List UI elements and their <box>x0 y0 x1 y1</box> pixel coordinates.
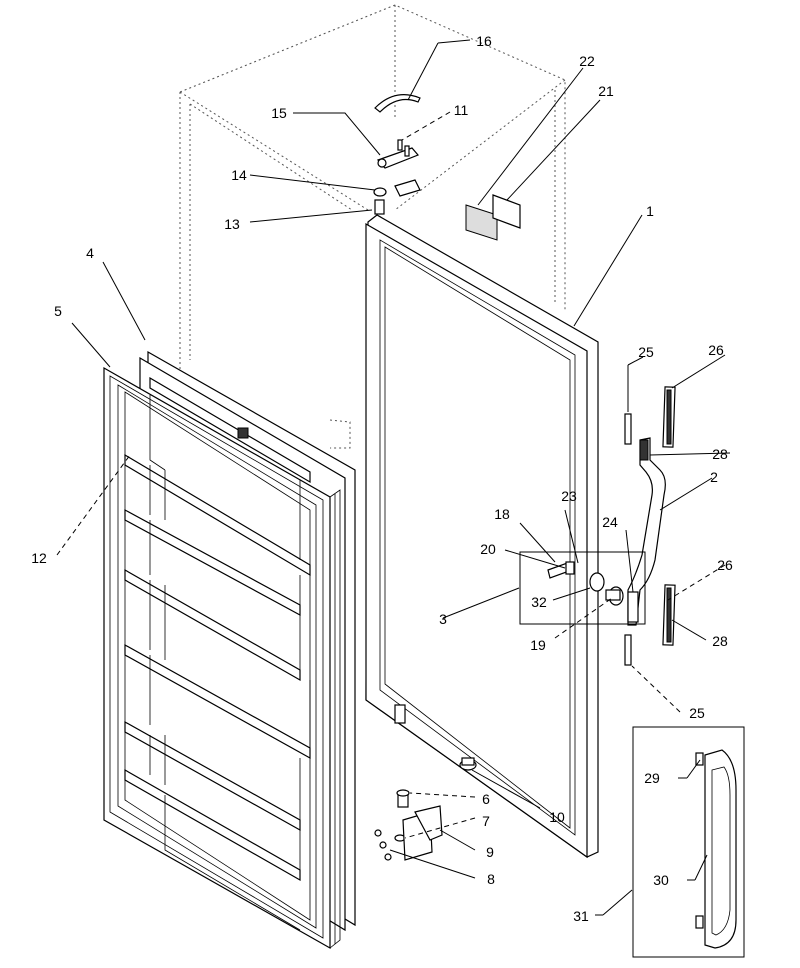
callout-14: 14 <box>231 167 247 183</box>
callout-28-bottom: 28 <box>712 633 728 649</box>
callout-20: 20 <box>480 541 496 557</box>
inset-handle-detail <box>632 726 745 958</box>
callout-22: 22 <box>579 53 595 69</box>
callout-28-top: 28 <box>712 446 728 462</box>
callout-10: 10 <box>549 809 565 825</box>
callout-13: 13 <box>224 216 240 232</box>
callout-19: 19 <box>530 637 546 653</box>
callout-9: 9 <box>486 844 494 860</box>
callout-26-bottom: 26 <box>717 557 733 573</box>
callout-25-bottom: 25 <box>689 705 705 721</box>
callout-21: 21 <box>598 83 614 99</box>
callout-8: 8 <box>487 871 495 887</box>
callout-15: 15 <box>271 105 287 121</box>
callout-11: 11 <box>454 102 469 118</box>
callout-7: 7 <box>482 813 490 829</box>
callout-labels: 16 22 21 15 11 14 13 1 4 5 25 26 28 2 23… <box>31 33 733 924</box>
callout-29: 29 <box>644 770 660 786</box>
callout-5: 5 <box>54 303 62 319</box>
callout-6: 6 <box>482 791 490 807</box>
callout-25-top: 25 <box>638 344 654 360</box>
lock-detail-box <box>519 551 646 625</box>
leader-lines <box>56 39 731 916</box>
callout-32: 32 <box>531 594 547 610</box>
door-panel <box>365 214 599 859</box>
callout-12: 12 <box>31 550 47 566</box>
callout-4: 4 <box>86 245 94 261</box>
callout-30: 30 <box>653 872 669 888</box>
door-liner <box>103 350 356 950</box>
callout-16: 16 <box>476 33 492 49</box>
callout-2: 2 <box>710 469 718 485</box>
bottom-hinge-parts <box>374 757 477 861</box>
callout-24: 24 <box>602 514 618 530</box>
callout-23: 23 <box>561 488 577 504</box>
callout-18: 18 <box>494 506 510 522</box>
callout-31: 31 <box>573 908 589 924</box>
callout-1: 1 <box>646 203 654 219</box>
foam-pads <box>465 194 521 241</box>
door-handle <box>624 386 676 666</box>
callout-3: 3 <box>439 611 447 627</box>
callout-26-top: 26 <box>708 342 724 358</box>
